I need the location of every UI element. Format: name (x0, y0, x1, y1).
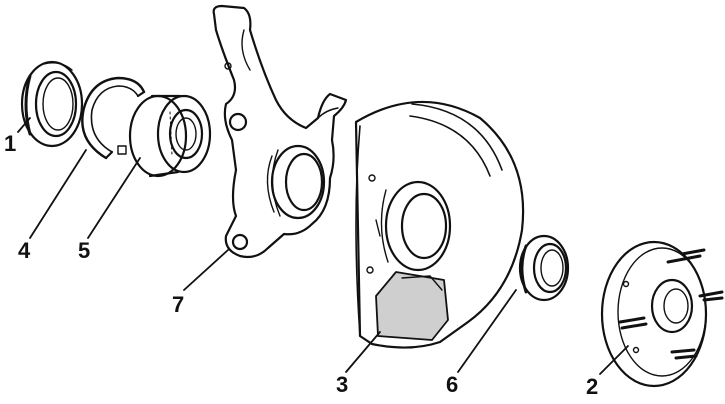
leader-3 (345, 331, 381, 373)
callout-label-5: 5 (78, 238, 91, 263)
callout-label-7: 7 (172, 292, 185, 317)
leader-7 (183, 249, 229, 291)
leader-2 (599, 345, 629, 375)
leader-1 (17, 117, 31, 133)
oil-seal-left-part (20, 60, 84, 148)
dust-shield-part (354, 100, 525, 349)
callout-label-4: 4 (18, 238, 31, 263)
leader-5 (87, 157, 141, 239)
callout-label-2: 2 (586, 374, 599, 399)
wheel-hub-part (600, 240, 724, 388)
leader-4 (29, 149, 87, 239)
snap-ring-part (81, 76, 146, 160)
steering-knuckle-part (212, 4, 348, 259)
oil-seal-right-part (518, 234, 570, 302)
wheel-bearing-part (117, 94, 212, 178)
callout-label-3: 3 (336, 372, 349, 397)
callout-label-1: 1 (4, 131, 17, 156)
callout-label-6: 6 (446, 372, 459, 397)
leader-6 (457, 289, 517, 373)
leader-lines (17, 117, 629, 375)
